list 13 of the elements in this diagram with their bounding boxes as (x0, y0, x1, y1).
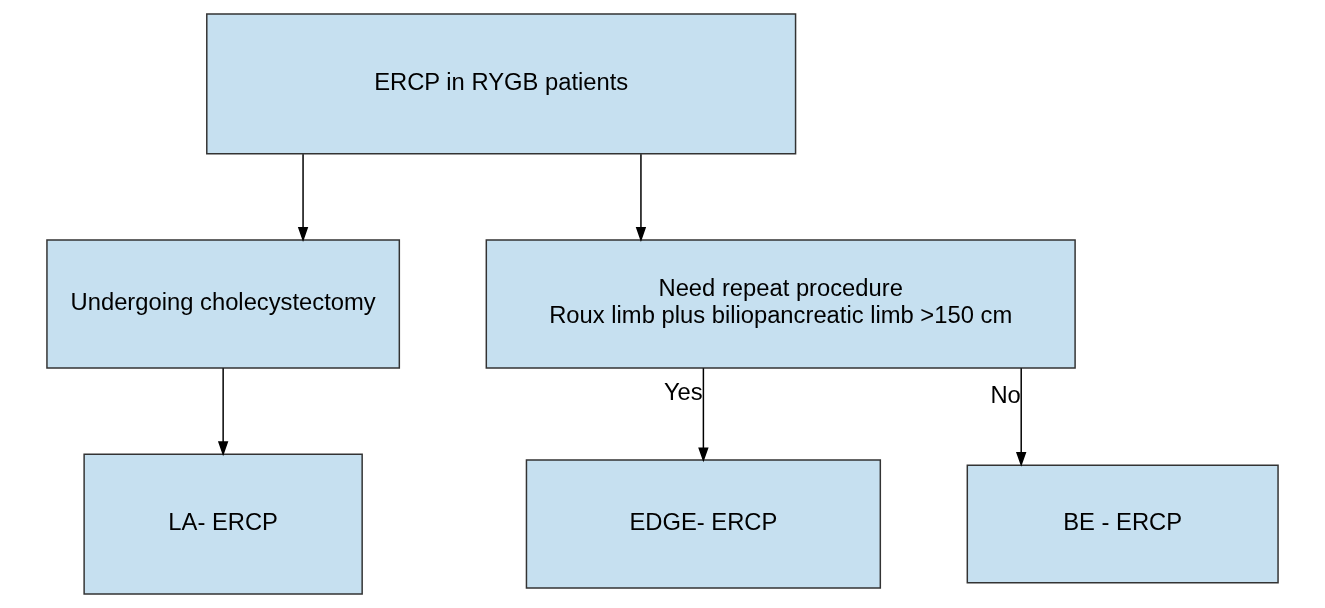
node-box: LA- ERCP (83, 453, 363, 595)
edge-label: Yes (663, 378, 703, 406)
node-box: Undergoing cholecystectomy (46, 239, 401, 369)
arrow (635, 153, 647, 242)
edge-label: No (990, 380, 1021, 408)
node-box: EDGE- ERCP (525, 459, 882, 589)
arrow (1016, 367, 1027, 467)
node-box: BE - ERCP (966, 464, 1279, 584)
node-box: ERCP in RYGB patients (206, 13, 797, 155)
arrow (698, 367, 709, 463)
arrow (217, 367, 229, 457)
node-box: Need repeat procedure Roux limb plus biliopancreatic limb >150 cm (485, 239, 1076, 369)
arrow (297, 153, 309, 242)
